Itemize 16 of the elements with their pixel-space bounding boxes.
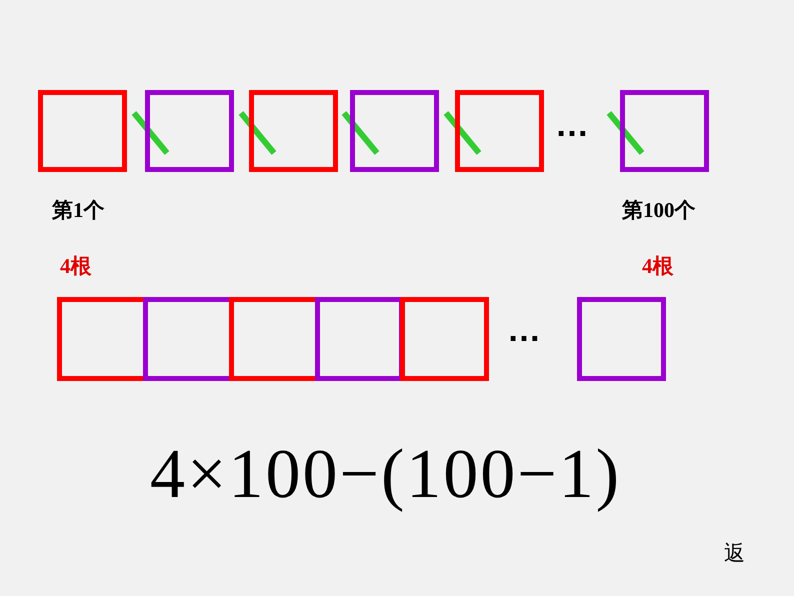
- square: [400, 297, 489, 381]
- ellipsis: …: [507, 313, 541, 347]
- box-caption: 4根: [642, 256, 674, 277]
- ellipsis: …: [555, 108, 589, 142]
- return-link: 返: [724, 543, 745, 564]
- square: [455, 90, 544, 172]
- square: [145, 90, 234, 172]
- square: [620, 90, 709, 172]
- square: [577, 297, 666, 381]
- square: [249, 90, 338, 172]
- square: [350, 90, 439, 172]
- box-caption: 第1个: [52, 200, 104, 221]
- square: [38, 90, 127, 172]
- box-caption: 4根: [60, 256, 92, 277]
- formula: 4×100−(100−1): [150, 440, 622, 510]
- box-caption: 第100个: [622, 200, 696, 221]
